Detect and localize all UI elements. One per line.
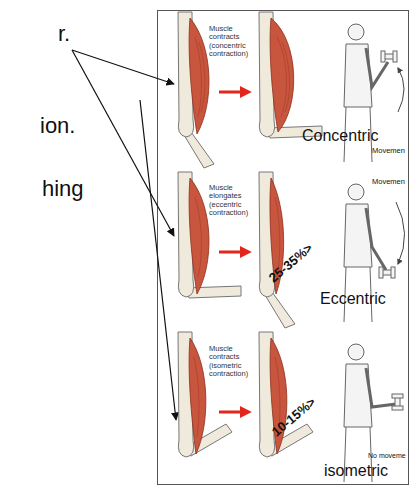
- cropped-text: ion.: [40, 114, 75, 139]
- movement-label: Movemen: [372, 178, 405, 186]
- concentric-row: [178, 12, 404, 168]
- percentage-label: 25-35%>: [266, 241, 315, 286]
- no-movement-label: No moveme: [368, 452, 406, 460]
- cropped-text: hing: [42, 177, 84, 202]
- contraction-type: Concentric: [302, 127, 378, 145]
- leader-lines: [72, 50, 176, 420]
- figure-frame: [158, 11, 409, 485]
- movement-label: Movemen: [372, 147, 405, 155]
- contraction-type: isometric: [324, 462, 388, 480]
- percentage-label: 10-15%>: [269, 395, 318, 440]
- muscle-caption: Muscle contracts (isometric contraction): [209, 345, 261, 379]
- contraction-type: Eccentric: [320, 290, 386, 308]
- eccentric-row: [178, 172, 405, 328]
- isometric-row: [178, 332, 403, 482]
- muscle-caption: Muscle elongates (eccentric contraction): [209, 184, 261, 218]
- muscle-caption: Muscle contracts (concentric contraction…: [209, 25, 261, 59]
- cropped-text: r.: [58, 22, 70, 47]
